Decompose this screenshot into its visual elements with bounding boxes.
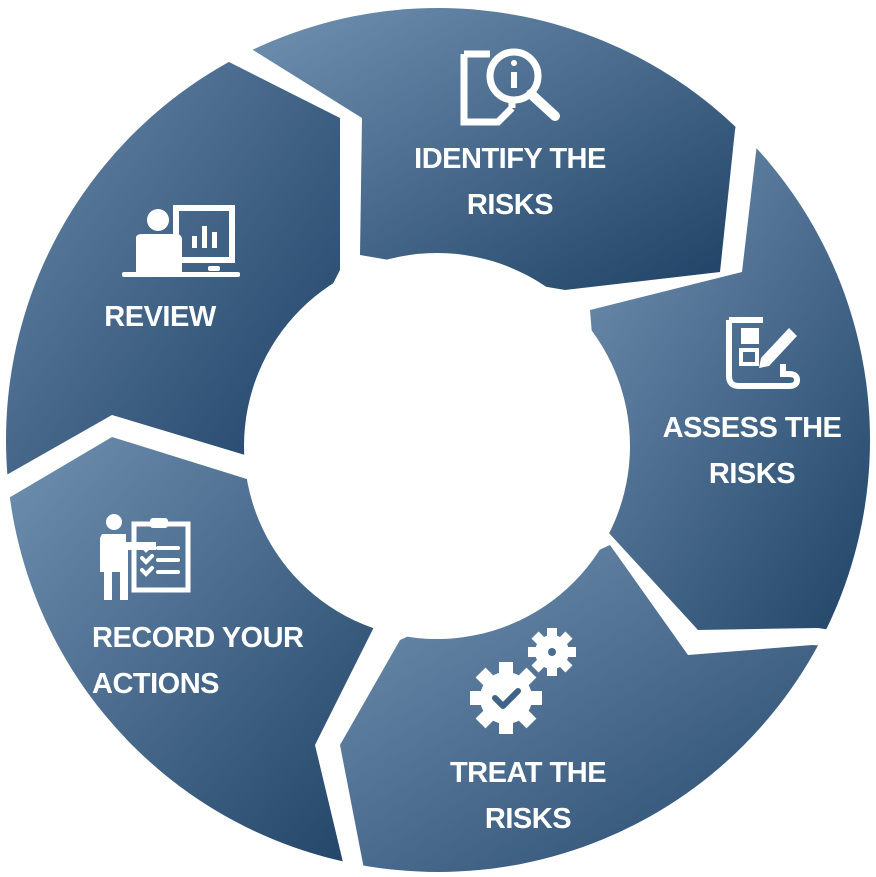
step-label-review-line1: REVIEW <box>104 301 216 333</box>
step-label-treat-line1: TREAT THE <box>449 757 607 789</box>
step-label-treat: TREAT THE RISKS <box>418 750 638 842</box>
segment-identify[interactable] <box>245 0 760 290</box>
step-label-review: REVIEW <box>60 294 260 340</box>
step-label-treat-line2: RISKS <box>484 803 572 835</box>
document-magnifier-info-icon <box>460 48 560 126</box>
step-label-identify-line2: RISKS <box>466 189 554 221</box>
step-label-assess: ASSESS THE RISKS <box>642 405 862 497</box>
step-label-assess-line1: ASSESS THE <box>662 412 842 444</box>
segment-record[interactable] <box>0 437 380 877</box>
step-label-assess-line2: RISKS <box>708 458 796 490</box>
step-label-record: RECORD YOUR ACTIONS <box>92 615 332 707</box>
document-edit-pencil-icon <box>726 317 801 389</box>
step-label-record-line1: RECORD YOUR <box>92 622 304 654</box>
step-label-identify-line1: IDENTIFY THE <box>414 143 606 175</box>
segment-treat[interactable] <box>340 545 876 877</box>
step-label-identify: IDENTIFY THE RISKS <box>390 136 630 228</box>
presenter-checklist-icon <box>100 514 191 600</box>
person-monitor-chart-icon <box>122 205 240 277</box>
step-label-record-line2: ACTIONS <box>92 668 220 700</box>
